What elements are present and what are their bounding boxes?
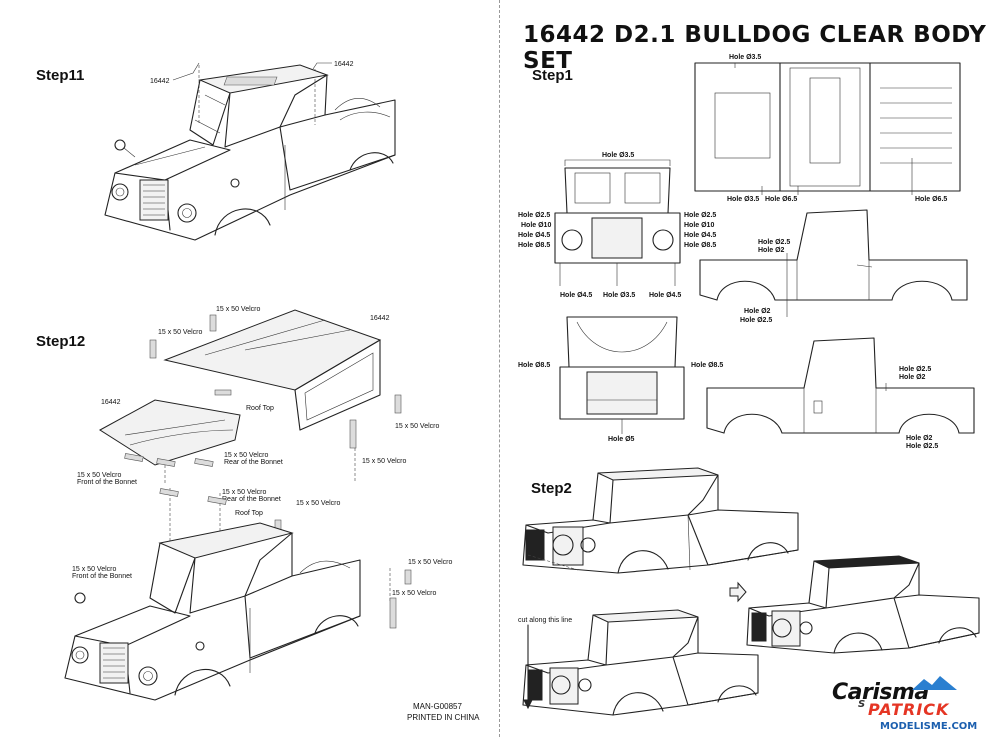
brand-logo: Carisma [832, 680, 929, 705]
front-view-hole-b1: Hole Ø4.5 [560, 292, 593, 299]
step11-part-right: 16442 [334, 61, 354, 68]
step1-label: Step1 [532, 67, 573, 84]
step12-velcro-right-2: 15 x 50 Velcro [362, 458, 407, 465]
step1-side-view-1 [699, 209, 968, 317]
top-view-hole-b: Hole Ø3.5 [727, 196, 760, 203]
step12-label: Step12 [36, 333, 86, 350]
side2-hole-a: Hole Ø2.5 [899, 366, 932, 373]
front-view-hole-b3: Hole Ø4.5 [649, 292, 682, 299]
step12-part-bonnet: 16442 [101, 399, 121, 406]
front-view-hole-r3: Hole Ø4.5 [684, 232, 717, 239]
step12-roof-top-2: Roof Top [235, 510, 263, 517]
step11-vehicle-drawing [104, 62, 396, 241]
step12-velcro-left: 15 x 50 Velcro [158, 329, 203, 336]
step1-side-view-2 [706, 337, 975, 434]
step2-truck-cutting [522, 609, 759, 716]
front-view-hole-l1: Hole Ø2.5 [518, 212, 551, 219]
front-view-hole-r4: Hole Ø8.5 [684, 242, 717, 249]
page-fold-line [499, 0, 500, 737]
front-view-hole-l2: Hole Ø10 [521, 222, 552, 229]
mountain-icon [912, 676, 957, 690]
printed-in-china: PRINTED IN CHINA [407, 713, 480, 722]
front-view-hole-r2: Hole Ø10 [684, 222, 715, 229]
top-view-hole-d: Hole Ø6.5 [915, 196, 948, 203]
front-view-hole-l3: Hole Ø4.5 [518, 232, 551, 239]
brand-logo-sub: S [858, 699, 866, 710]
side1-hole-b: Hole Ø2 [758, 247, 785, 254]
top-view-hole-c: Hole Ø6.5 [765, 196, 798, 203]
step1-top-view [694, 62, 961, 195]
step2-arrow-icon [729, 581, 747, 603]
step12-velcro-top: 15 x 50 Velcro [216, 306, 261, 313]
step12-velcro-front-bonnet-2: 15 x 50 Velcro [72, 566, 117, 573]
step12-velcro-right-4: 15 x 50 Velcro [408, 559, 453, 566]
front-view-hole-l4: Hole Ø8.5 [518, 242, 551, 249]
step12-roof-top: Roof Top [246, 405, 274, 412]
rear-view-hole-left: Hole Ø8.5 [518, 362, 551, 369]
side1-hole-d: Hole Ø2.5 [740, 317, 773, 324]
step12-exploded-parts [99, 309, 402, 483]
step12-vehicle-drawing [64, 488, 412, 701]
step1-rear-view [559, 316, 685, 434]
step2-label: Step2 [531, 480, 572, 497]
step12-velcro-rear-bonnet-1: 15 x 50 Velcro [224, 452, 269, 459]
partner-site: MODELISME.COM [880, 721, 978, 732]
step12-velcro-right-1: 15 x 50 Velcro [395, 423, 440, 430]
step12-velcro-rear-bonnet-2: 15 x 50 Velcro [222, 489, 267, 496]
front-view-hole-r1: Hole Ø2.5 [684, 212, 717, 219]
step12-rear-of-bonnet-2: Rear of the Bonnet [222, 496, 281, 503]
top-view-hole-a: Hole Ø3.5 [729, 54, 762, 61]
manual-code: MAN-G00857 [413, 702, 462, 711]
step12-velcro-right-3: 15 x 50 Velcro [296, 500, 341, 507]
step11-part-left: 16442 [150, 78, 170, 85]
step2-truck-before-cut [522, 467, 799, 574]
side2-hole-d: Hole Ø2.5 [906, 443, 939, 450]
manual-title: 16442 D2.1 BULLDOG CLEAR BODY SET [523, 22, 987, 74]
step2-truck-after [746, 555, 980, 654]
front-view-hole-top: Hole Ø3.5 [602, 152, 635, 159]
step12-front-of-bonnet-2: Front of the Bonnet [72, 573, 132, 580]
step12-velcro-right-5: 15 x 50 Velcro [392, 590, 437, 597]
step1-front-view [554, 159, 681, 286]
side2-hole-c: Hole Ø2 [906, 435, 933, 442]
step12-rear-of-bonnet-1: Rear of the Bonnet [224, 459, 283, 466]
step12-front-of-bonnet-1: Front of the Bonnet [77, 479, 137, 486]
partner-logo: PATRICK [868, 700, 950, 719]
step12-part-roof: 16442 [370, 315, 390, 322]
step2-cut-line-label: cut along this line [518, 617, 573, 624]
side2-hole-b: Hole Ø2 [899, 374, 926, 381]
step11-label: Step11 [36, 67, 85, 84]
side1-hole-a: Hole Ø2.5 [758, 239, 791, 246]
rear-view-hole-right: Hole Ø8.5 [691, 362, 724, 369]
step12-velcro-front-bonnet-1: 15 x 50 Velcro [77, 472, 122, 479]
rear-view-hole-bottom: Hole Ø5 [608, 436, 635, 443]
front-view-hole-b2: Hole Ø3.5 [603, 292, 636, 299]
side1-hole-c: Hole Ø2 [744, 308, 771, 315]
